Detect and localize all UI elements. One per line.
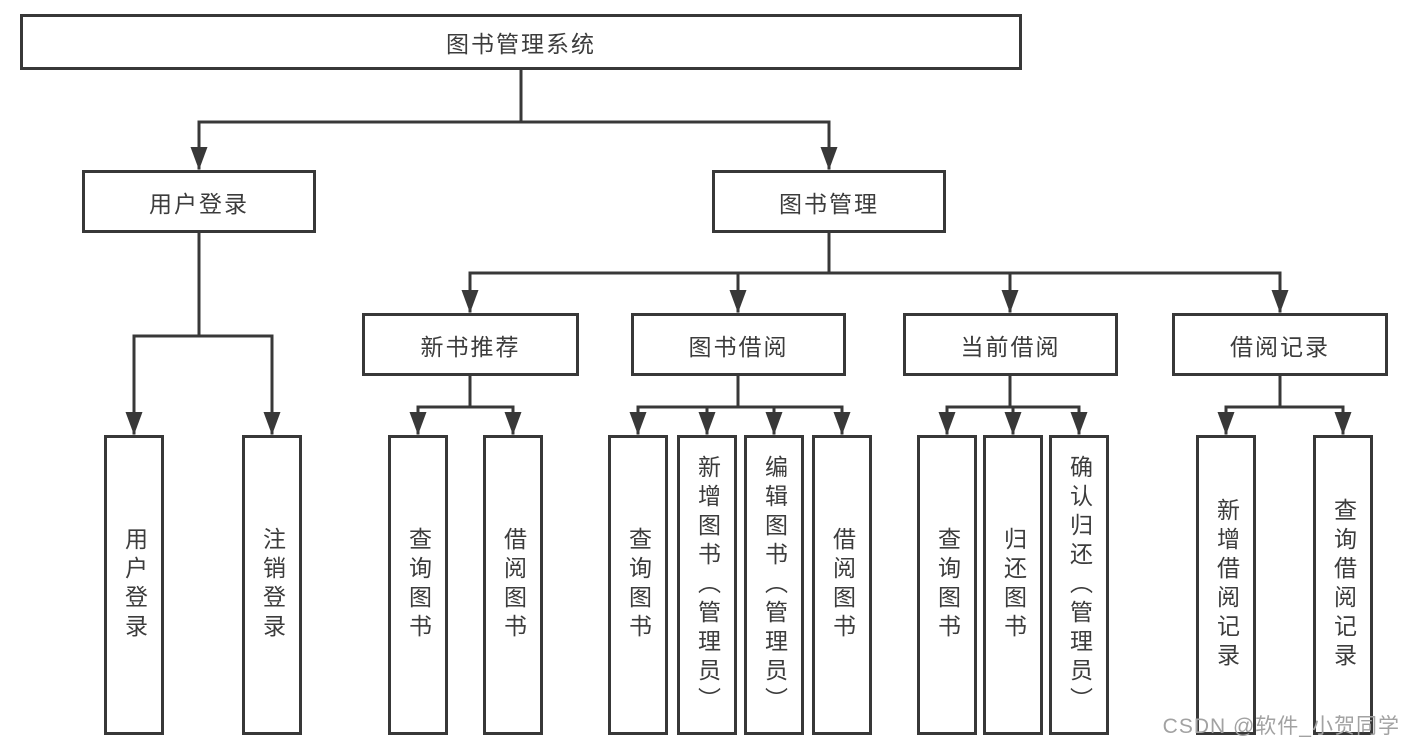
leaf-label: 确认归还（管理员）: [1066, 454, 1093, 716]
leaf-query-books-current: 查询图书: [917, 435, 977, 735]
node-label: 图书管理系统: [446, 31, 596, 57]
leaf-label: 编辑图书（管理员）: [761, 454, 788, 716]
node-new-book-recommendation: 新书推荐: [362, 313, 579, 376]
leaf-borrow-books-recommend: 借阅图书: [483, 435, 543, 735]
leaf-return-books: 归还图书: [983, 435, 1043, 735]
leaf-confirm-return-admin: 确认归还（管理员）: [1049, 435, 1109, 735]
leaf-add-borrow-record: 新增借阅记录: [1196, 435, 1256, 735]
arrowheads: [125, 147, 1352, 435]
leaf-label: 注销登录: [259, 527, 286, 643]
leaf-label: 查询图书: [625, 527, 652, 643]
leaf-label: 用户登录: [121, 527, 148, 643]
node-borrowing-records: 借阅记录: [1172, 313, 1388, 376]
node-label: 新书推荐: [420, 333, 521, 360]
leaf-add-book-admin: 新增图书（管理员）: [677, 435, 737, 735]
node-label: 用户登录: [149, 190, 249, 217]
node-label: 图书借阅: [688, 333, 789, 360]
leaf-query-books-borrowing: 查询图书: [608, 435, 668, 735]
leaf-label: 新增图书（管理员）: [694, 454, 721, 716]
node-library-management-system: 图书管理系统: [20, 14, 1022, 70]
leaf-label: 查询借阅记录: [1330, 498, 1357, 672]
leaf-borrow-books-borrowing: 借阅图书: [812, 435, 872, 735]
node-user-login: 用户登录: [82, 170, 316, 233]
leaf-label: 查询图书: [405, 527, 432, 643]
leaf-query-books-recommend: 查询图书: [388, 435, 448, 735]
leaf-edit-book-admin: 编辑图书（管理员）: [744, 435, 804, 735]
leaf-user-login: 用户登录: [104, 435, 164, 735]
csdn-watermark: CSDN @软件_小贺同学: [1162, 715, 1400, 738]
leaf-logout: 注销登录: [242, 435, 302, 735]
node-book-management: 图书管理: [712, 170, 946, 233]
leaf-label: 借阅图书: [500, 527, 527, 643]
node-label: 图书管理: [779, 190, 879, 217]
leaf-label: 借阅图书: [829, 527, 856, 643]
node-label: 当前借阅: [960, 333, 1061, 360]
leaf-query-borrow-record: 查询借阅记录: [1313, 435, 1373, 735]
node-book-borrowing: 图书借阅: [631, 313, 846, 376]
node-label: 借阅记录: [1230, 333, 1330, 360]
leaf-label: 查询图书: [934, 527, 961, 643]
leaf-label: 新增借阅记录: [1213, 498, 1240, 672]
leaf-label: 归还图书: [1000, 527, 1027, 643]
node-current-borrowing: 当前借阅: [903, 313, 1118, 376]
